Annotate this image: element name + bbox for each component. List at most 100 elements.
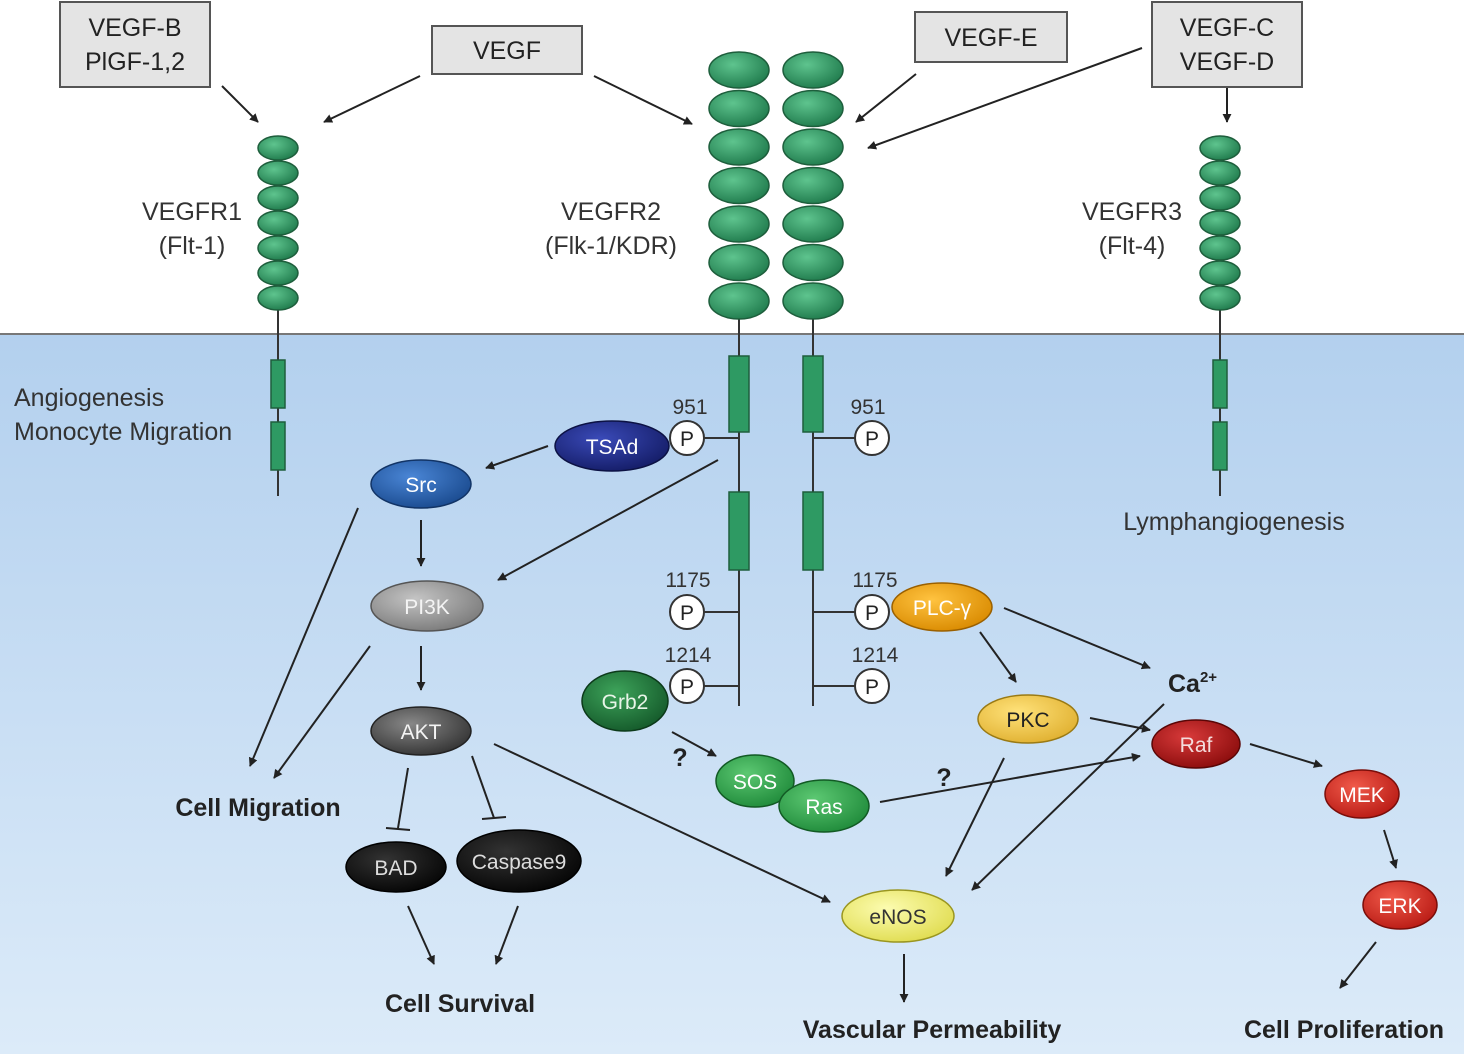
node-src: Src bbox=[370, 459, 472, 509]
ligand-arrows bbox=[221, 47, 1232, 150]
svg-text:P: P bbox=[680, 602, 694, 625]
node-tsad: TSAd bbox=[554, 420, 670, 472]
arrow-pkc-enos bbox=[945, 757, 1005, 877]
vegfr2-extracellular-domains-b bbox=[782, 51, 844, 320]
ig-domain bbox=[782, 166, 844, 205]
arrow-pi3k-migration bbox=[273, 645, 371, 779]
vegfr1-label: VEGFR1 bbox=[142, 198, 242, 226]
calcium-label: Ca2+ bbox=[1168, 669, 1217, 698]
arrow-mek-erk bbox=[1383, 829, 1398, 869]
svg-text:MEK: MEK bbox=[1339, 784, 1385, 807]
ig-domain bbox=[708, 205, 770, 243]
inhibit-akt-caspase bbox=[471, 755, 495, 819]
vegfr1-alias-label: (Flt-1) bbox=[159, 232, 226, 260]
ig-domain bbox=[257, 285, 299, 311]
ig-domain bbox=[1199, 160, 1241, 186]
arrow-erk-proliferation bbox=[1339, 941, 1377, 989]
grb2-sos-uncertain-mark: ? bbox=[672, 744, 687, 772]
vegfr1-extracellular-domains bbox=[257, 135, 299, 311]
node-grb2: Grb2 bbox=[581, 670, 669, 732]
outcome-cell-migration: Cell Migration bbox=[175, 794, 340, 822]
ig-domain bbox=[708, 128, 770, 166]
arrow-vegfb-r1 bbox=[221, 85, 259, 123]
ig-domain bbox=[1199, 185, 1241, 211]
ligand-vegfb-label: VEGF-B bbox=[88, 14, 181, 42]
ig-domain bbox=[1199, 135, 1241, 161]
ligand-vegfe-label: VEGF-E bbox=[944, 24, 1037, 52]
phospho-site-951-left: P bbox=[669, 420, 705, 456]
vegfr2-extracellular-domains-a bbox=[708, 51, 770, 320]
node-akt: AKT bbox=[370, 706, 472, 756]
outcome-cell-proliferation: Cell Proliferation bbox=[1244, 1016, 1444, 1044]
svg-text:SOS: SOS bbox=[733, 771, 777, 794]
site-1175-right-label: 1175 bbox=[852, 569, 897, 592]
lymphangiogenesis-label: Lymphangiogenesis bbox=[1123, 508, 1344, 536]
ig-domain bbox=[708, 282, 770, 320]
vegfr2-alias-label: (Flk-1/KDR) bbox=[545, 232, 677, 260]
svg-text:ERK: ERK bbox=[1378, 895, 1421, 918]
inhibit-akt-bad bbox=[397, 767, 409, 829]
receptor-kinase-domains bbox=[270, 355, 1228, 571]
phospho-site-1175-left: P bbox=[669, 594, 705, 630]
angiogenesis-label: Angiogenesis bbox=[14, 384, 164, 412]
svg-text:eNOS: eNOS bbox=[869, 906, 926, 929]
site-1214-left-label: 1214 bbox=[665, 644, 712, 667]
node-ras: Ras bbox=[778, 779, 870, 833]
ligand-vegfc-label: VEGF-C bbox=[1180, 14, 1274, 42]
ig-domain bbox=[708, 51, 770, 89]
ig-domain bbox=[1199, 260, 1241, 286]
svg-text:Grb2: Grb2 bbox=[602, 691, 649, 714]
node-plc-gamma: PLC-γ bbox=[891, 582, 993, 632]
ligand-plgf-label: PlGF-1,2 bbox=[85, 48, 185, 76]
arrow-plc-ca bbox=[1003, 607, 1151, 670]
svg-text:AKT: AKT bbox=[401, 721, 442, 744]
arrow-plc-pkc bbox=[979, 631, 1017, 683]
ig-domain bbox=[782, 205, 844, 243]
phospho-site-1175-right: P bbox=[854, 594, 890, 630]
svg-text:PLC-γ: PLC-γ bbox=[913, 597, 972, 620]
ligand-vegf-label: VEGF bbox=[473, 37, 541, 65]
svg-text:TSAd: TSAd bbox=[586, 436, 639, 459]
ig-domain bbox=[257, 235, 299, 261]
svg-text:Ras: Ras bbox=[805, 796, 842, 819]
arrow-ca-enos bbox=[971, 703, 1165, 891]
ig-domain bbox=[782, 282, 844, 320]
ligand-vegfe-box: VEGF-E bbox=[914, 11, 1068, 63]
svg-text:P: P bbox=[865, 676, 879, 699]
site-1214-right-label: 1214 bbox=[852, 644, 899, 667]
site-951-right-label: 951 bbox=[850, 396, 885, 419]
vegfr3-label: VEGFR3 bbox=[1082, 198, 1182, 226]
arrow-ras-raf bbox=[879, 752, 1141, 803]
ligand-vegf-box: VEGF bbox=[431, 25, 583, 75]
ig-domain bbox=[257, 185, 299, 211]
phospho-site-links bbox=[704, 437, 855, 687]
ig-domain bbox=[1199, 285, 1241, 311]
phospho-site-1214-right: P bbox=[854, 668, 890, 704]
ig-domain bbox=[257, 210, 299, 236]
arrow-src-migration bbox=[248, 507, 359, 767]
svg-text:PI3K: PI3K bbox=[404, 596, 450, 619]
ig-domain bbox=[257, 260, 299, 286]
ig-domain bbox=[782, 89, 844, 128]
arrow-caspase-survival bbox=[494, 905, 519, 965]
monocyte-migration-label: Monocyte Migration bbox=[14, 418, 232, 446]
ig-domain bbox=[782, 51, 844, 89]
node-sos: SOS bbox=[715, 754, 795, 808]
svg-text:P: P bbox=[680, 676, 694, 699]
node-mek: MEK bbox=[1324, 769, 1400, 819]
outcome-vascular-permeability: Vascular Permeability bbox=[803, 1016, 1062, 1044]
ig-domain bbox=[257, 160, 299, 186]
signaling-arrows bbox=[248, 445, 1398, 1003]
outcome-cell-survival: Cell Survival bbox=[385, 990, 535, 1018]
node-pkc: PKC bbox=[977, 694, 1079, 744]
site-951-left-label: 951 bbox=[672, 396, 707, 419]
arrow-vegfr2-pi3k bbox=[497, 459, 719, 581]
arrow-tsad-src bbox=[485, 445, 549, 470]
svg-text:P: P bbox=[865, 602, 879, 625]
svg-text:Raf: Raf bbox=[1180, 734, 1213, 757]
vegfr3-alias-label: (Flt-4) bbox=[1099, 232, 1166, 260]
svg-text:BAD: BAD bbox=[374, 857, 417, 880]
ig-domain bbox=[782, 243, 844, 282]
svg-text:PKC: PKC bbox=[1006, 709, 1049, 732]
